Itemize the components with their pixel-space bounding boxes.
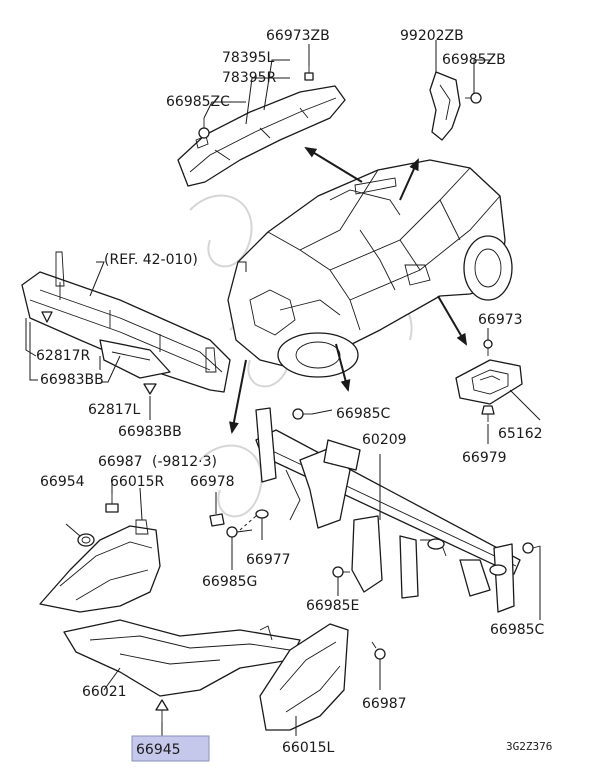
label-66987-top: 66987 xyxy=(98,454,143,470)
label-62817L: 62817L xyxy=(88,402,141,418)
highlight-box xyxy=(131,735,210,762)
label-65162: 65162 xyxy=(498,426,543,442)
bolt-66985C-right-icon xyxy=(522,542,541,554)
leader-lines xyxy=(25,40,541,738)
label-66977: 66977 xyxy=(246,552,291,568)
label-66945: 66945 xyxy=(136,742,181,758)
label-66015L: 66015L xyxy=(282,740,335,756)
under-cover-66021-drawing xyxy=(63,619,301,697)
clip-66973-icon xyxy=(483,339,493,356)
label-66015R: 66015R xyxy=(110,474,165,490)
assembly-arrows xyxy=(229,146,468,434)
nut-66978-icon xyxy=(209,513,225,527)
fastener-66983BB-icon xyxy=(41,311,157,395)
label-78395L: 78395L xyxy=(222,50,275,66)
label-60209: 60209 xyxy=(362,432,407,448)
label-66985C-top: 66985C xyxy=(336,406,391,422)
label-66985ZC: 66985ZC xyxy=(166,94,230,110)
cowl-top-panel-drawing xyxy=(177,85,346,187)
label-66985C-right: 66985C xyxy=(490,622,545,638)
label-78395R: 78395R xyxy=(222,70,277,86)
label-66973: 66973 xyxy=(478,312,523,328)
dashed-guide xyxy=(239,515,257,531)
car-body-drawing xyxy=(227,159,513,378)
label-66978: 66978 xyxy=(190,474,235,490)
cowl-reinforcement-drawing xyxy=(21,251,231,393)
label-66983BB-left: 66983BB xyxy=(40,372,104,388)
label-66979: 66979 xyxy=(462,450,507,466)
bolt-66985C-top-icon xyxy=(292,408,312,420)
label-99202ZB: 99202ZB xyxy=(400,28,464,44)
steering-support-beam-drawing xyxy=(255,407,521,613)
label-66983BB-bottom: 66983BB xyxy=(118,424,182,440)
bolt-66985ZC-icon xyxy=(198,118,210,139)
label-66021: 66021 xyxy=(82,684,127,700)
label-66987-bottom: 66987 xyxy=(362,696,407,712)
bracket-99202ZB-drawing xyxy=(429,71,482,141)
clip-66979-icon xyxy=(481,405,495,422)
bolt-66985G-icon xyxy=(226,526,253,538)
under-cover-66015L-drawing xyxy=(259,623,349,731)
grommet-65162-drawing xyxy=(455,359,523,405)
part-labels: 66973ZB 78395L 78395R 66985ZC 99202ZB 66… xyxy=(36,28,552,758)
label-66985G: 66985G xyxy=(202,574,257,590)
label-66985E: 66985E xyxy=(306,598,359,614)
label-66985ZB: 66985ZB xyxy=(442,52,506,68)
bolt-66987-bottom-icon xyxy=(371,641,386,660)
bolt-66987-top-icon xyxy=(105,494,119,513)
label-66973ZB: 66973ZB xyxy=(266,28,330,44)
label-62817R: 62817R xyxy=(36,348,91,364)
label-66954: 66954 xyxy=(40,474,85,490)
bolt-66973ZB-icon xyxy=(304,65,314,81)
grommet-66954-icon xyxy=(77,533,95,547)
washer-66977-icon xyxy=(255,509,269,519)
label-note-9812: (-9812·3) xyxy=(152,454,217,470)
bolt-66985E-icon xyxy=(332,566,350,578)
label-ref-42-010: (REF. 42-010) xyxy=(104,252,198,268)
clip-66945-icon xyxy=(155,699,169,722)
diagram-code: 3G2Z376 xyxy=(506,740,552,753)
under-cover-66015R-drawing xyxy=(39,519,161,613)
